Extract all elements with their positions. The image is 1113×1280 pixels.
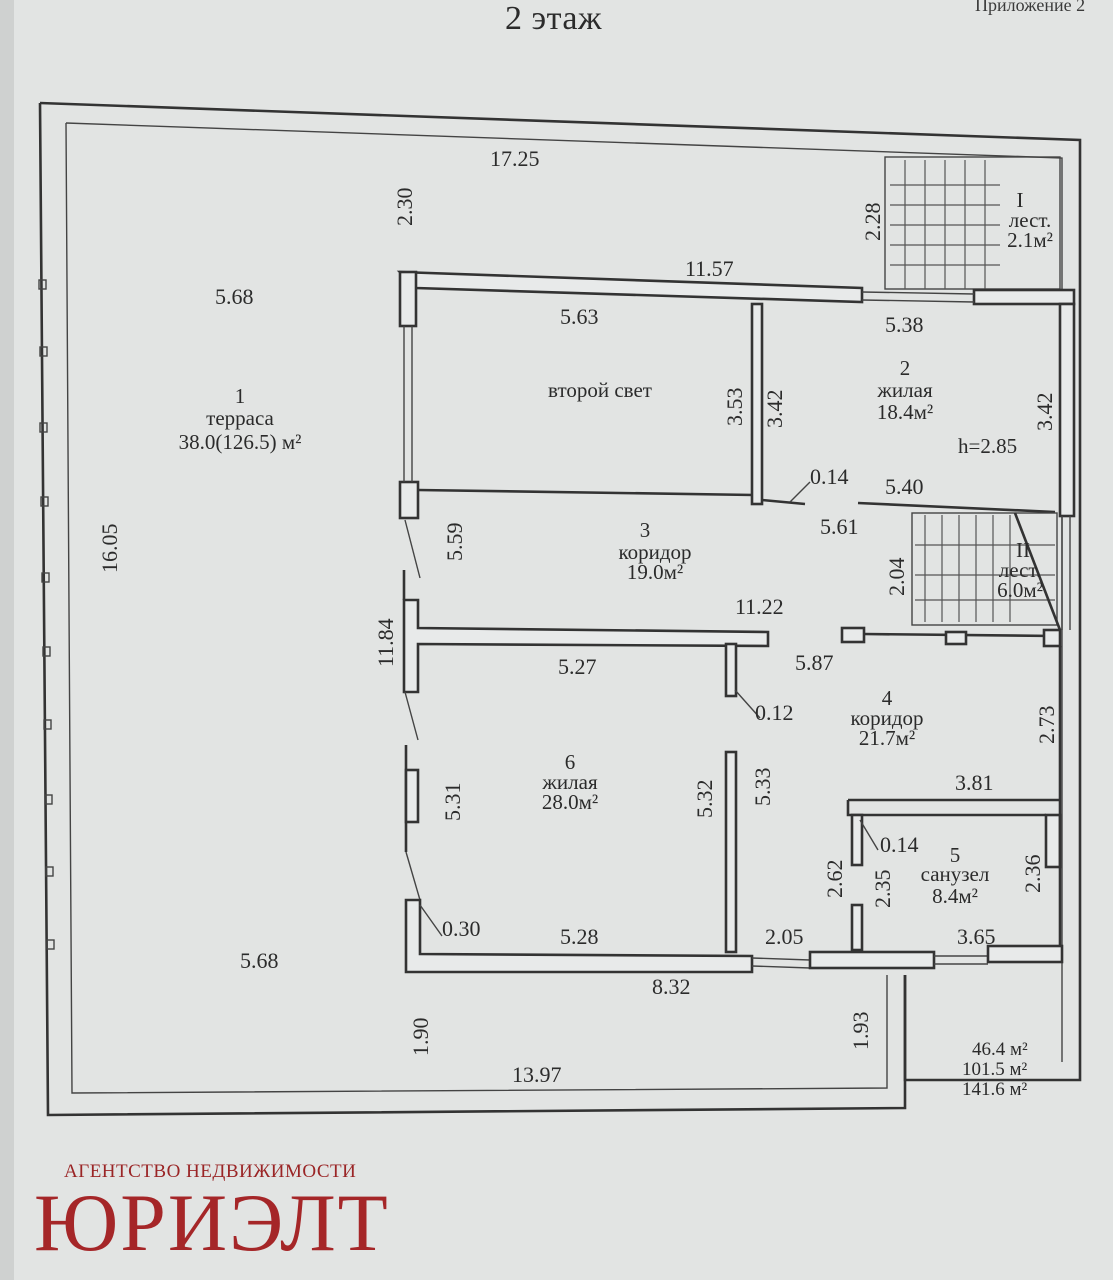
dim-2-36: 2.36 — [1020, 854, 1045, 894]
total-area-2: 101.5 м² — [962, 1059, 1028, 1080]
dim-5-28: 5.28 — [560, 924, 599, 949]
total-area-3: 141.6 м² — [962, 1079, 1028, 1100]
corridor-4-number: 4 — [881, 686, 893, 710]
dim-3-42-left: 3.42 — [762, 389, 787, 429]
page-edge — [0, 0, 14, 1280]
dim-5-63: 5.63 — [560, 304, 599, 329]
dim-13-97: 13.97 — [512, 1062, 562, 1087]
living-2-number: 2 — [899, 356, 911, 380]
living-6-name: жилая — [542, 770, 598, 794]
terrace-area: 38.0(126.5) м² — [178, 430, 302, 454]
dim-11-22: 11.22 — [735, 594, 784, 619]
dim-0-14-a: 0.14 — [810, 464, 849, 489]
terrace-outline — [38, 101, 1082, 1117]
total-area-1: 46.4 м² — [972, 1039, 1028, 1060]
terrace-railing-ticks — [38, 279, 55, 950]
living-6-area: 28.0м² — [541, 790, 599, 814]
dim-5-40: 5.40 — [885, 474, 924, 499]
corridor-4-area: 21.7м² — [858, 726, 916, 750]
dim-16-05: 16.05 — [97, 523, 122, 574]
dimension-leaders — [419, 481, 879, 937]
corridor-3-number: 3 — [639, 518, 651, 542]
stair-2-number: II — [1016, 538, 1030, 562]
appendix-label: Приложение 2 — [975, 0, 1086, 15]
dim-2-35: 2.35 — [870, 869, 895, 909]
stair-1-hatch — [884, 156, 1061, 290]
corridor-4-name: коридор — [850, 706, 924, 730]
bathroom-5-number: 5 — [949, 843, 961, 867]
dim-3-42-right: 3.42 — [1032, 392, 1057, 432]
dim-1-90: 1.90 — [408, 1017, 433, 1057]
dim-0-14-b: 0.14 — [880, 832, 919, 857]
bathroom-5-area: 8.4м² — [932, 884, 978, 908]
dim-3-81: 3.81 — [955, 770, 994, 795]
stair-2-name: лест. — [998, 558, 1042, 582]
dim-2-73: 2.73 — [1034, 705, 1059, 745]
living-2-name: жилая — [877, 378, 933, 402]
dim-2-62: 2.62 — [822, 859, 847, 899]
living-2-area: 18.4м² — [876, 400, 934, 424]
dim-2-04: 2.04 — [884, 557, 909, 597]
dim-5-38: 5.38 — [885, 312, 924, 337]
dim-5-68-bottom: 5.68 — [240, 948, 279, 973]
corridor-3-area: 19.0м² — [626, 560, 684, 584]
dim-11-57: 11.57 — [685, 256, 734, 281]
agency-logo: ЮРИЭЛТ — [34, 1177, 390, 1268]
page-title: 2 этаж — [505, 0, 602, 37]
second-light-label: второй свет — [548, 378, 652, 402]
dim-0-30: 0.30 — [442, 916, 481, 941]
dim-3-53: 3.53 — [722, 387, 747, 427]
dim-0-12: 0.12 — [755, 700, 794, 725]
dim-5-61: 5.61 — [820, 514, 859, 539]
dim-17-25: 17.25 — [490, 146, 540, 171]
dim-5-33: 5.33 — [750, 767, 775, 807]
living-6-number: 6 — [564, 750, 576, 774]
dim-1-93: 1.93 — [848, 1011, 873, 1051]
dim-5-27: 5.27 — [558, 654, 597, 679]
dim-5-31: 5.31 — [440, 782, 465, 822]
dim-5-87: 5.87 — [795, 650, 834, 675]
dim-2-28: 2.28 — [860, 202, 885, 242]
terrace-name: терраса — [206, 406, 274, 430]
dim-2-05: 2.05 — [765, 924, 804, 949]
dim-2-30: 2.30 — [392, 187, 417, 227]
agency-subtitle: АГЕНТСТВО НЕДВИЖИМОСТИ — [64, 1161, 357, 1182]
dim-5-59: 5.59 — [442, 522, 467, 562]
dim-3-65: 3.65 — [957, 924, 996, 949]
stair-2-area: 6.0м² — [997, 578, 1043, 602]
stair-1-area: 2.1м² — [1007, 228, 1053, 252]
dim-8-32: 8.32 — [652, 974, 691, 999]
stair-1-name: лест. — [1008, 208, 1052, 232]
dim-5-32: 5.32 — [692, 779, 717, 819]
corridor-3-name: коридор — [618, 540, 692, 564]
dim-5-68-top: 5.68 — [215, 284, 254, 309]
living-2-height: h=2.85 — [958, 434, 1018, 458]
bathroom-5-name: санузел — [920, 862, 990, 886]
building-walls — [396, 270, 1076, 974]
terrace-number: 1 — [234, 384, 246, 408]
stair-1-number: I — [1016, 188, 1024, 212]
dim-11-84: 11.84 — [373, 618, 398, 667]
